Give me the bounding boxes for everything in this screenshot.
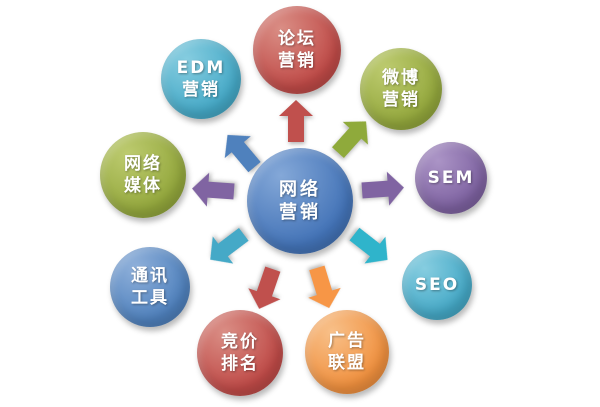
arrow-to-weibo-marketing bbox=[332, 121, 368, 158]
node-label-line: 营销 bbox=[382, 90, 420, 110]
node-network-media: 网络 媒体 bbox=[100, 132, 186, 218]
arrow-to-seo bbox=[349, 227, 388, 264]
node-label-line: 网络 bbox=[124, 153, 162, 174]
node-weibo-marketing: 微博 营销 bbox=[360, 48, 442, 130]
node-label-line: 通讯 bbox=[131, 265, 169, 286]
arrow-to-bid-ranking bbox=[248, 266, 281, 309]
node-label-line: 广告 bbox=[328, 330, 366, 351]
node-label-line: 营销 bbox=[182, 80, 220, 100]
node-label-line: SEM bbox=[427, 167, 475, 188]
arrow-to-edm-marketing bbox=[224, 134, 261, 173]
node-label-line: 媒体 bbox=[124, 176, 162, 196]
node-label-line: 营销 bbox=[279, 202, 321, 223]
node-label-line: 联盟 bbox=[328, 353, 366, 373]
node-label-line: 微博 bbox=[382, 67, 420, 88]
node-sem: SEM bbox=[415, 142, 487, 214]
node-label-line: EDM bbox=[176, 57, 226, 78]
node-label-line: 工具 bbox=[131, 288, 169, 308]
node-edm-marketing: EDM 营销 bbox=[161, 39, 241, 119]
arrow-to-sem bbox=[361, 171, 404, 206]
node-seo: SEO bbox=[402, 250, 472, 320]
node-label-line: 营销 bbox=[278, 51, 316, 71]
node-label-line: SEO bbox=[414, 274, 460, 295]
node-label-line: 论坛 bbox=[278, 28, 316, 49]
node-label-line: 网络 bbox=[279, 178, 321, 200]
node-ad-alliance: 广告 联盟 bbox=[305, 310, 389, 394]
arrow-to-network-media bbox=[192, 172, 235, 207]
arrow-to-forum-marketing bbox=[279, 100, 313, 142]
arrow-to-ad-alliance bbox=[308, 265, 341, 309]
node-network-marketing-center: 网络 营销 bbox=[247, 148, 353, 254]
node-communication-tools: 通讯 工具 bbox=[110, 247, 190, 327]
node-label-line: 排名 bbox=[221, 354, 259, 374]
node-label-line: 竞价 bbox=[221, 331, 259, 352]
node-bid-ranking: 竞价 排名 bbox=[197, 310, 283, 396]
arrow-to-communication-tools bbox=[210, 227, 249, 264]
node-forum-marketing: 论坛 营销 bbox=[253, 6, 341, 94]
